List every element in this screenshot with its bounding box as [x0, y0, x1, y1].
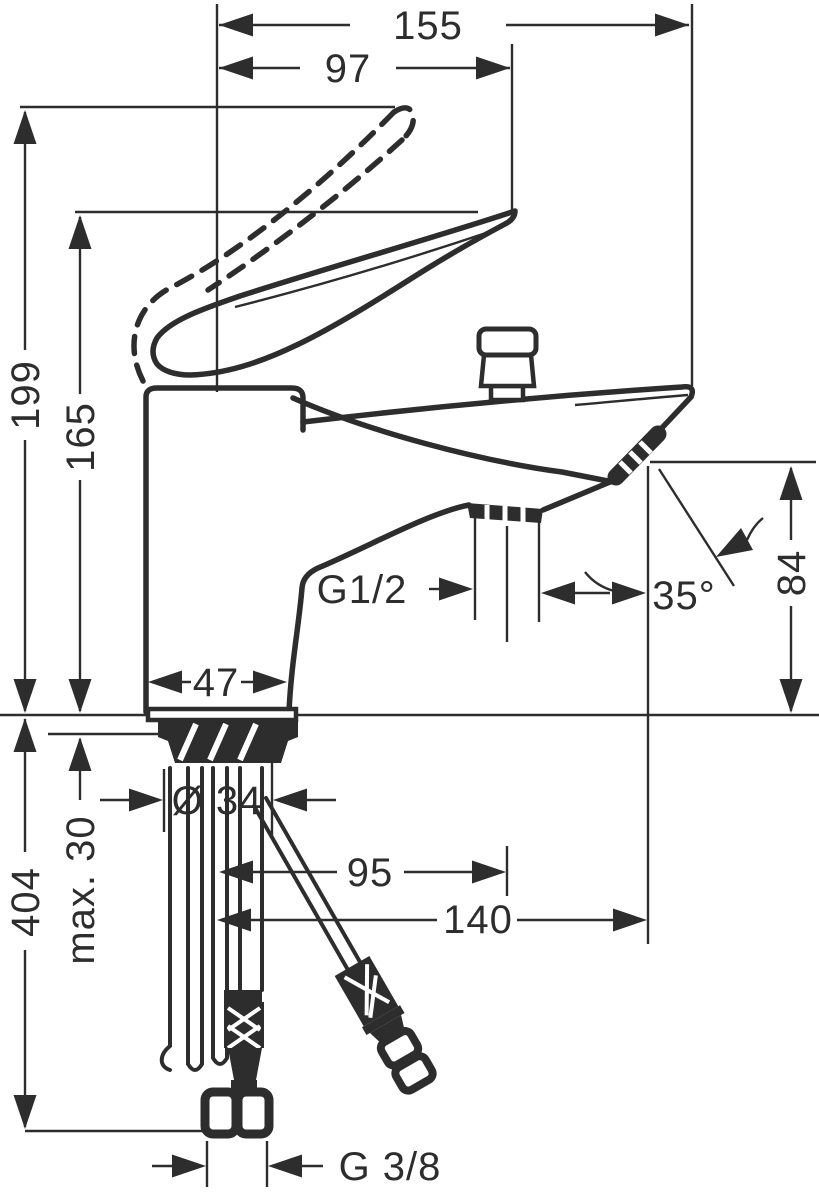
- arrowhead: [217, 908, 251, 932]
- arrowhead: [13, 110, 37, 144]
- dim-label-95: 95: [347, 851, 394, 895]
- faucet-drawing: [131, 105, 697, 723]
- pull-rod: [159, 766, 172, 1072]
- arrowhead: [219, 860, 253, 884]
- arrowhead: [273, 788, 307, 812]
- arrowhead: [129, 788, 163, 812]
- arrowhead: [253, 670, 287, 694]
- arrowhead: [779, 679, 803, 713]
- supply-pipe: [186, 766, 204, 1072]
- arrowhead: [219, 56, 253, 80]
- hose-cone: [369, 1015, 405, 1043]
- dim-label-97: 97: [325, 47, 372, 91]
- dim-label-404: 404: [4, 867, 48, 937]
- dim-label-84: 84: [770, 550, 814, 597]
- arrowhead: [13, 679, 37, 713]
- dim-label-g12: G1/2: [317, 568, 408, 612]
- spout-inner-line: [574, 393, 689, 407]
- body-left-and-collar-edge: [143, 385, 306, 715]
- dim-label-199: 199: [4, 360, 48, 430]
- arrowhead: [439, 577, 473, 601]
- lever-accent-line: [234, 229, 493, 309]
- supply-pipe: [211, 766, 229, 1066]
- dim-label-35deg: 35°: [652, 574, 716, 618]
- hose-cone: [228, 1048, 262, 1080]
- spout-underside-edge: [286, 502, 472, 715]
- arrowhead: [13, 718, 37, 752]
- arrowhead: [68, 679, 92, 713]
- dim-label-d34: Ø 34: [172, 779, 263, 823]
- hose-collar: [361, 1005, 405, 1036]
- braid-pattern: [343, 964, 391, 1019]
- arrowhead: [68, 737, 92, 771]
- arrowhead: [148, 670, 182, 694]
- base-escutcheon: [145, 706, 299, 723]
- dim-label-140: 140: [443, 898, 513, 942]
- arrowhead: [68, 215, 92, 249]
- arrowhead: [541, 581, 575, 605]
- spout-top-edge: [300, 383, 696, 425]
- spout-crease-edge: [290, 395, 611, 484]
- dim-label-155: 155: [393, 4, 463, 48]
- spout-underside-tip-edge: [540, 479, 613, 513]
- lever-handle: [150, 208, 518, 378]
- dim-label-165: 165: [59, 402, 103, 472]
- lever-raised-dashed: [131, 105, 417, 384]
- arrowhead: [779, 466, 803, 500]
- arrowhead: [612, 581, 646, 605]
- reference-planes: [0, 713, 819, 1133]
- arrowhead: [172, 1154, 206, 1178]
- dim-label-max30: max. 30: [59, 815, 103, 964]
- hose-nut: [391, 1052, 437, 1095]
- arrowhead: [13, 1095, 37, 1129]
- dim-label-g38: G 3/8: [339, 1145, 442, 1189]
- arrowhead: [472, 860, 506, 884]
- arrowhead: [716, 528, 753, 557]
- arrowhead: [613, 908, 647, 932]
- shower-outlet-flange: [467, 503, 543, 523]
- hose-collar: [224, 990, 262, 1002]
- diverter-knob: [476, 326, 539, 403]
- extension-lines: [20, 4, 816, 1187]
- dimension-labels: 155 97 199 165 84 35° G1/2 47 Ø 34 max. …: [4, 4, 814, 1189]
- hose-tube-diagonal: [252, 796, 362, 972]
- hose-nut: [200, 1087, 241, 1139]
- arrowhead: [219, 13, 253, 37]
- hose-nut: [233, 1087, 274, 1139]
- arrowhead: [476, 56, 510, 80]
- arrowhead: [268, 1154, 302, 1178]
- arrowhead: [655, 13, 689, 37]
- angle-reference-line: [657, 468, 736, 587]
- below-deck-assembly: [158, 722, 437, 1139]
- braid-pattern: [226, 1006, 262, 1050]
- clamp-hatch: [177, 722, 259, 762]
- dim-label-47: 47: [193, 661, 240, 705]
- diagonal-hose-end: [334, 956, 437, 1095]
- outlet-grid-band: [607, 425, 667, 486]
- dimension-arrows: [13, 13, 803, 1178]
- faucet-body-fill: [146, 387, 697, 712]
